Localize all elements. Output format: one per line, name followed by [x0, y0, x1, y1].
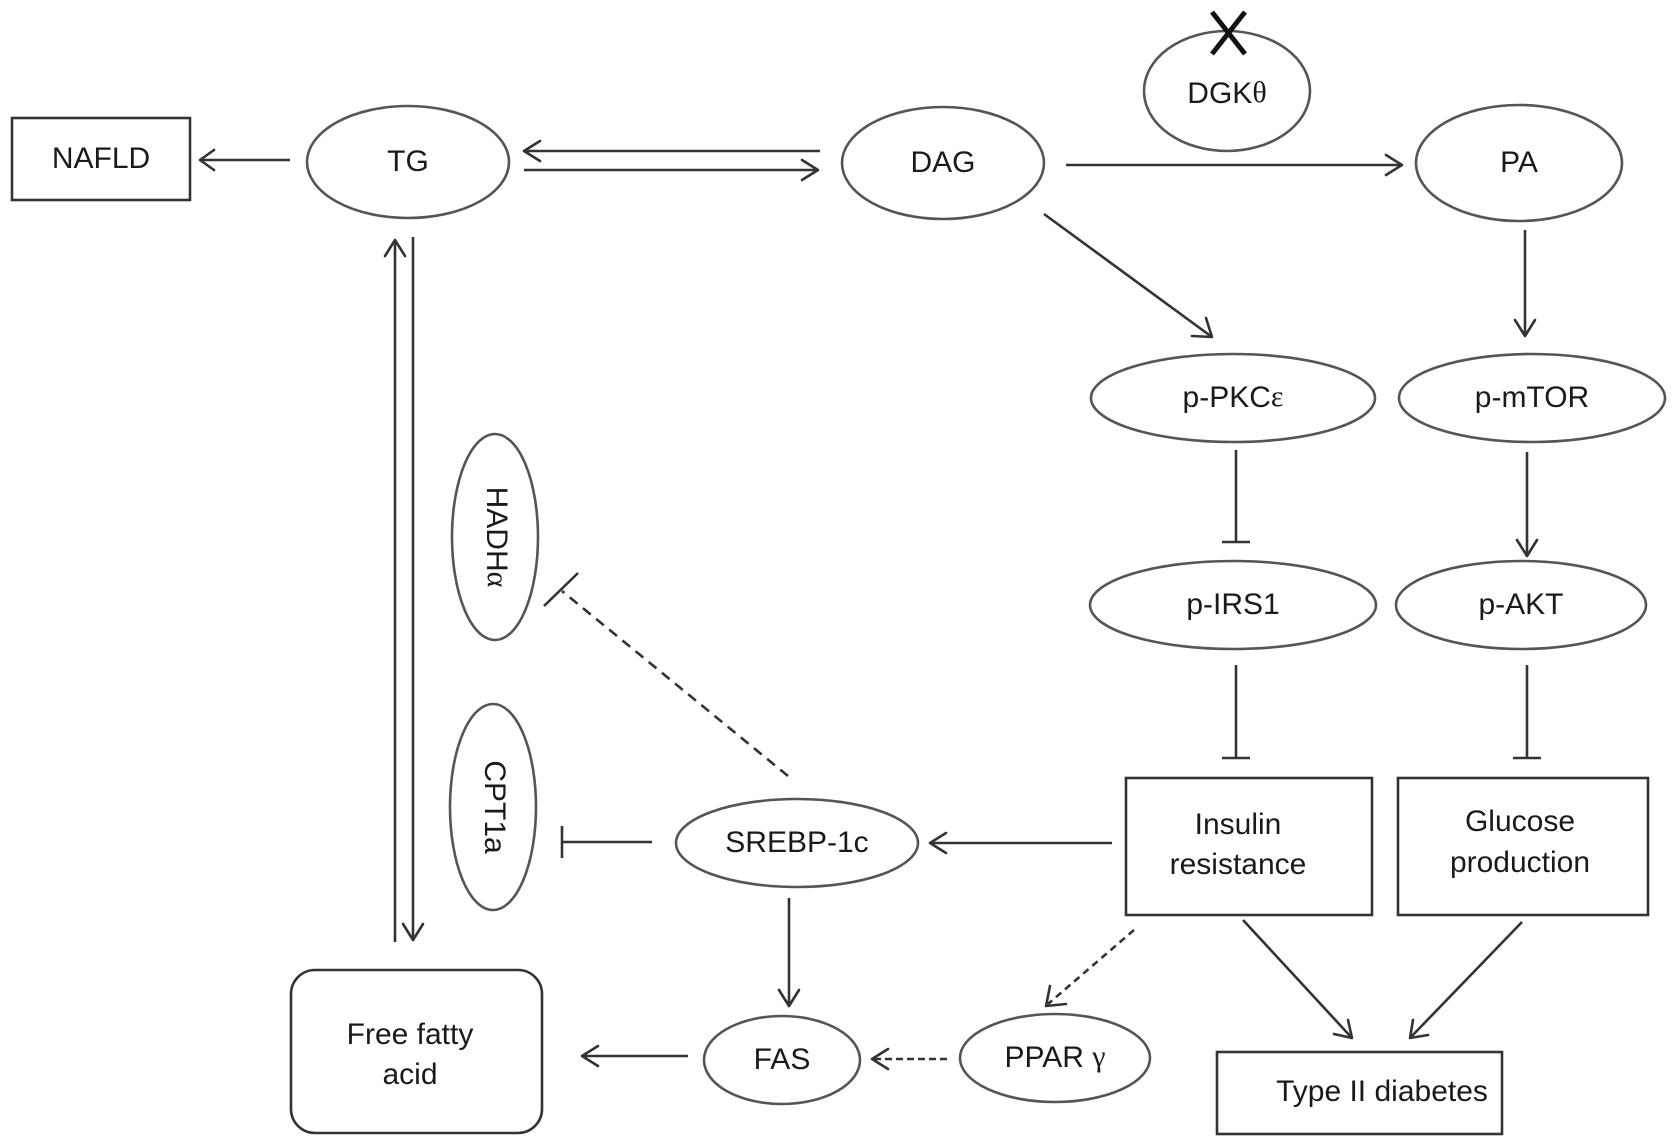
edge-pmtor-to-pakt [1515, 452, 1539, 558]
node-p-akt[interactable]: p-AKT [1394, 559, 1648, 651]
node-label: Type II diabetes [1276, 1075, 1488, 1108]
node-label-line1: Free fatty [347, 1018, 474, 1051]
node-label-line2: acid [382, 1058, 437, 1091]
node-label: FAS [754, 1043, 811, 1076]
node-label: TG [387, 145, 429, 178]
edges: PPAR (dashed) --> FAS (dashed) --> [198, 139, 1541, 1071]
node-p-pkc-epsilon[interactable]: p-PKCε [1089, 352, 1377, 444]
edge-glucose-production-to-diabetes [1408, 921, 1523, 1040]
node-cpt1a[interactable]: CPT1a [448, 702, 538, 912]
edge-ppar-to-fas [870, 1047, 947, 1071]
edge-tg-to-ffa [401, 237, 425, 942]
node-fas[interactable]: FAS [702, 1014, 862, 1106]
node-dgk-theta[interactable]: DGKθ [1142, 10, 1312, 153]
node-dag[interactable]: DAG [840, 105, 1046, 221]
edge-insulin-resistance-to-srebp [928, 831, 1112, 855]
edge-tg-to-dag [524, 158, 820, 182]
node-label-line1: Insulin [1195, 808, 1282, 841]
node-p-irs1[interactable]: p-IRS1 [1088, 559, 1378, 651]
edge-srebp-inhibits-hadh [543, 572, 789, 778]
edge-srebp-inhibits-cpt1a [560, 826, 652, 858]
edge-dag-to-pa [1066, 153, 1404, 177]
node-free-fatty-acid[interactable]: Free fatty acid [289, 968, 544, 1135]
node-type-ii-diabetes[interactable]: Type II diabetes [1215, 1050, 1504, 1136]
node-label: NAFLD [52, 142, 150, 175]
edge-dag-to-tg [522, 139, 820, 163]
node-label: p-PKCε [1183, 380, 1284, 414]
node-p-mtor[interactable]: p-mTOR [1397, 352, 1667, 444]
edge-fas-to-ffa [580, 1044, 688, 1068]
inhibited-x-icon [1210, 10, 1247, 56]
node-label: DAG [910, 146, 975, 179]
node-nafld[interactable]: NAFLD [10, 116, 192, 202]
node-insulin-resistance[interactable]: Insulin resistance [1124, 776, 1374, 917]
node-glucose-production[interactable]: Glucose production [1396, 776, 1650, 917]
node-label: CPT1a [478, 760, 511, 854]
edge-ffa-to-tg [383, 238, 407, 942]
edge-insulin-resistance-to-ppar [1044, 929, 1135, 1008]
node-hadh-alpha[interactable]: HADHα [450, 432, 540, 642]
edge-srebp-to-fas [777, 898, 801, 1008]
edge-tg-to-nafld [198, 148, 290, 172]
node-label: HADHα [480, 487, 514, 588]
edge-insulin-resistance-to-diabetes [1242, 919, 1354, 1040]
edge-dag-to-ppkc [1043, 212, 1214, 339]
edge-pa-to-pmtor [1513, 230, 1537, 338]
edge-ppkc-inhibits-pirs1 [1222, 450, 1250, 544]
node-label: PA [1500, 146, 1538, 179]
node-label: p-IRS1 [1186, 588, 1279, 621]
node-label: p-AKT [1478, 588, 1563, 621]
node-tg[interactable]: TG [305, 104, 511, 220]
node-label: p-mTOR [1475, 381, 1589, 414]
node-srebp-1c[interactable]: SREBP-1c [674, 797, 920, 889]
node-label: PPAR γ [1004, 1040, 1105, 1074]
node-pa[interactable]: PA [1414, 103, 1624, 223]
node-label-line2: production [1450, 846, 1590, 879]
node-label-line2: resistance [1170, 848, 1307, 881]
node-label-line1: Glucose [1465, 805, 1575, 838]
node-label: DGKθ [1187, 76, 1266, 110]
edge-pakt-inhibits-glucose-production [1513, 665, 1541, 760]
edge-pirs1-inhibits-insulin-resistance [1222, 665, 1250, 760]
node-ppar-gamma[interactable]: PPAR γ [958, 1012, 1152, 1104]
node-label: SREBP-1c [725, 826, 868, 859]
